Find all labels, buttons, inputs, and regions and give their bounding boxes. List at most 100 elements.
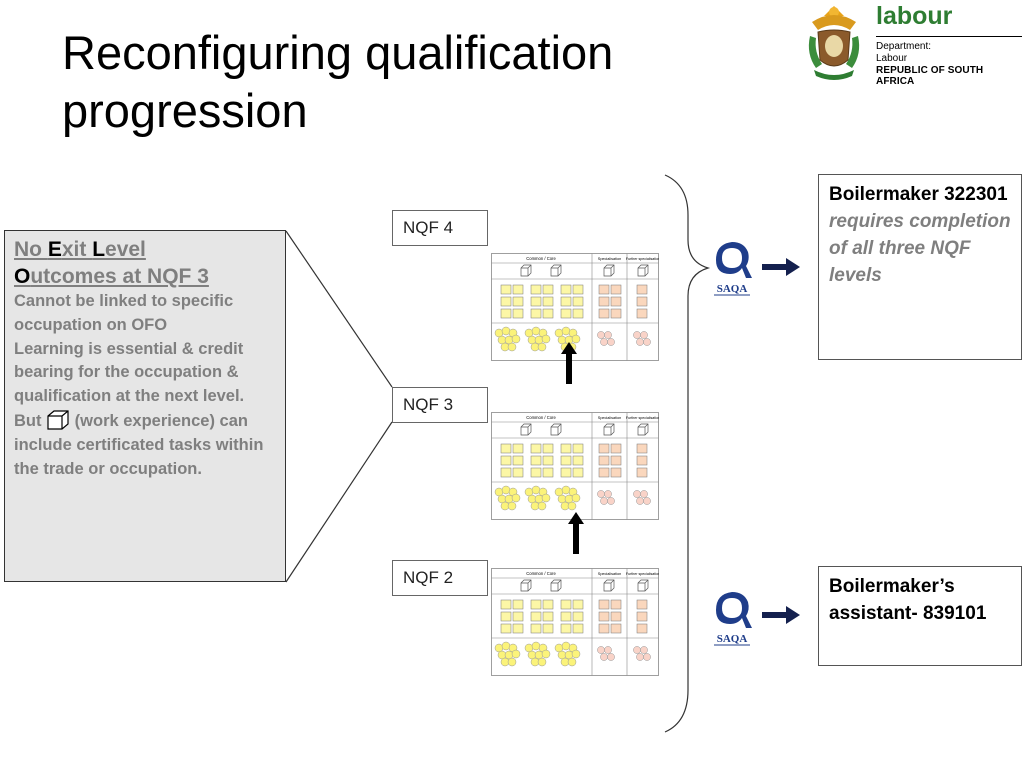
unit-block [542,611,554,622]
unit-block [500,623,512,634]
right-arrow-icon [762,606,800,624]
noel-title-key-o: O [14,265,31,288]
unit-block [636,308,648,319]
outcome-description: requires completion of all three NQF lev… [829,211,1011,286]
unit-block [572,611,584,622]
task-circle [571,334,581,344]
outcome-boilermaker: Boilermaker 322301 requires completion o… [818,174,1022,360]
unit-block [598,443,610,454]
unit-block [542,599,554,610]
unit-block [636,296,648,307]
unit-block [530,455,542,466]
task-circle [640,331,648,339]
unit-block [598,623,610,634]
saqa-icon: SAQA [714,592,752,646]
unit-block [572,296,584,307]
outcome-title: Boilermaker 322301 [829,184,1008,205]
unit-block [610,623,622,634]
task-circle [511,334,521,344]
coat-of-arms-icon [808,6,860,80]
header-core: Common / Core [526,571,556,576]
logo-department: Department: Labour [876,41,931,65]
unit-block [636,623,648,634]
cube-icon [47,410,69,430]
task-circle [537,342,547,352]
unit-block [530,443,542,454]
noel-title: No Exit Level Outcomes at NQF 3 [14,236,277,290]
task-circle [537,657,547,667]
unit-block [512,296,524,307]
task-circle [640,490,648,498]
task-circle [636,653,644,661]
unit-block [560,284,572,295]
unit-block [542,308,554,319]
unit-block [560,611,572,622]
unit-block [560,467,572,478]
unit-block [636,455,648,466]
task-circle [511,649,521,659]
task-circle [633,331,641,339]
right-arrow-icon [762,258,800,276]
unit-block [598,467,610,478]
up-arrow-icon [568,512,584,554]
outcome-title: Boilermaker’s assistant- 839101 [829,576,987,624]
header-specialisation: Specialisation [598,416,621,420]
task-circle [604,490,612,498]
task-circle [640,646,648,654]
noel-title-part: No [14,238,48,261]
unit-block [560,296,572,307]
unit-block [542,296,554,307]
unit-block [530,467,542,478]
saqa-label: SAQA [717,283,748,295]
task-circle [633,646,641,654]
unit-block [542,455,554,466]
unit-block [598,284,610,295]
unit-block [530,296,542,307]
logo-wordmark: labour [876,2,953,30]
unit-block [500,296,512,307]
task-circle [636,338,644,346]
task-circle [597,646,605,654]
unit-block [500,455,512,466]
outcome-boilermaker-assistant: Boilermaker’s assistant- 839101 [818,566,1022,666]
header-further: Further specialisation [626,257,659,261]
unit-block [500,308,512,319]
unit-block [542,443,554,454]
logo-country: REPUBLIC OF SOUTH AFRICA [876,65,984,87]
task-circle [600,497,608,505]
unit-block [598,308,610,319]
noel-title-part: xit [61,238,93,261]
unit-block [530,611,542,622]
unit-block [530,308,542,319]
unit-block [610,296,622,307]
page-title: Reconfiguring qualification progression [62,26,614,137]
unit-block [560,623,572,634]
task-circle [597,331,605,339]
unit-block [542,467,554,478]
task-circle [571,649,581,659]
unit-block [610,455,622,466]
unit-block [572,599,584,610]
unit-block [512,611,524,622]
task-circle [604,646,612,654]
task-circle [607,497,615,505]
nqf-4-label: NQF 4 [392,210,488,246]
unit-block [500,443,512,454]
task-circle [604,331,612,339]
task-circle [531,485,541,495]
unit-block [560,308,572,319]
unit-block [512,467,524,478]
task-circle [607,653,615,661]
unit-block [542,623,554,634]
unit-block [610,443,622,454]
task-circle [643,338,651,346]
noel-paragraph-1: Cannot be linked to specific occupation … [14,292,234,334]
unit-block [598,455,610,466]
noel-title-key-l: L [92,238,106,261]
unit-block [610,599,622,610]
unit-block [512,443,524,454]
task-circle [597,490,605,498]
unit-block [572,443,584,454]
